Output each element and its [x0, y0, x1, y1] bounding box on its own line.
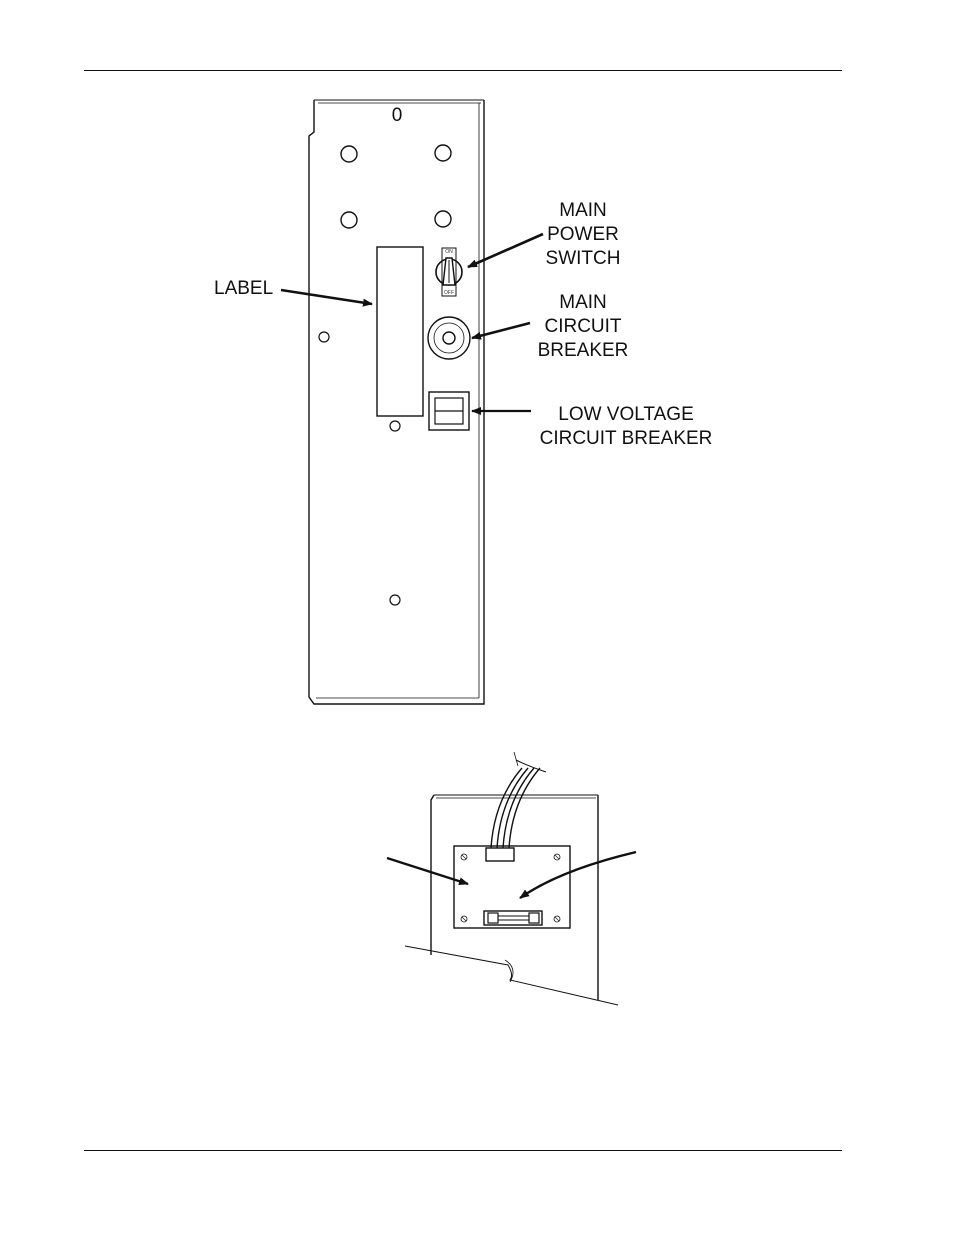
callout-arrows	[280, 232, 544, 415]
footer-rule	[84, 1150, 842, 1151]
wire-harness	[485, 751, 547, 862]
callout-label: LABEL	[214, 278, 273, 299]
header-rule	[84, 70, 842, 71]
callout-main-power-switch-line-1: MAIN	[559, 200, 607, 221]
callout-main-circuit-breaker-line-3: BREAKER	[538, 340, 629, 361]
circuit-board	[453, 845, 571, 929]
switch-on-mark: ON	[445, 249, 453, 255]
callout-main-circuit-breaker-line-1: MAIN	[559, 292, 607, 313]
detail-arrows	[386, 850, 637, 899]
panel-mark: 0	[392, 105, 403, 126]
callout-low-voltage-line-2: CIRCUIT BREAKER	[540, 428, 713, 449]
mounting-holes	[318, 144, 452, 606]
main-power-switch: ON OFF	[435, 247, 463, 297]
switch-off-mark: OFF	[444, 290, 454, 296]
fuse-holder	[483, 910, 543, 926]
low-voltage-circuit-breaker	[428, 391, 470, 431]
label-plate	[376, 246, 424, 417]
main-circuit-breaker	[427, 316, 471, 360]
callout-main-circuit-breaker-line-2: CIRCUIT	[544, 316, 621, 337]
power-panel: 0	[308, 99, 485, 705]
callout-main-power-switch-line-3: SWITCH	[546, 248, 621, 269]
callout-low-voltage-line-1: LOW VOLTAGE	[558, 404, 694, 425]
callout-main-power-switch-line-2: POWER	[547, 224, 619, 245]
